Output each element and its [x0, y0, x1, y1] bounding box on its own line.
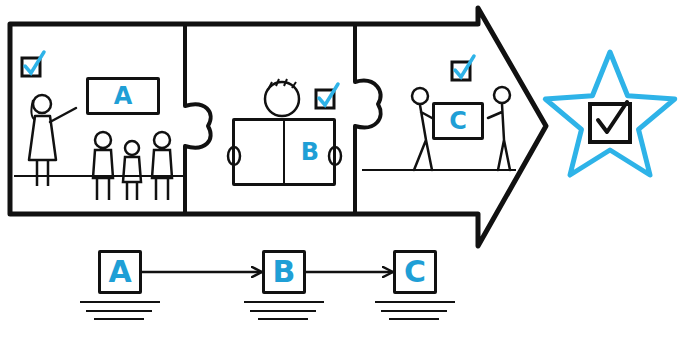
teacher-head — [33, 95, 51, 113]
box-letter: C — [449, 109, 467, 133]
mover-body — [488, 104, 510, 170]
box-letter: B — [273, 257, 296, 287]
mover-head — [494, 87, 510, 103]
box-letter: A — [108, 257, 131, 287]
check-mark — [25, 52, 44, 73]
student-body — [123, 157, 141, 200]
box-letter: B — [301, 140, 319, 164]
reader-hair — [268, 79, 296, 90]
student-body — [152, 150, 172, 200]
flow-arrow — [142, 271, 262, 274]
teacher-legs — [37, 160, 48, 186]
text-lines — [375, 302, 455, 319]
student-head — [95, 132, 111, 148]
step-box: A — [98, 250, 142, 294]
text-lines — [80, 302, 160, 319]
teacher-arm — [50, 108, 76, 122]
book-box: B — [232, 118, 336, 186]
box-letter: A — [114, 84, 133, 108]
puzzle-seam — [355, 24, 381, 214]
step-box: C — [393, 250, 437, 294]
book-spine — [283, 120, 285, 186]
mover-body — [414, 105, 432, 170]
student-head — [154, 132, 170, 148]
arrow-outline — [10, 8, 546, 246]
crate-box: C — [432, 102, 484, 140]
text-lines — [244, 302, 324, 319]
check-mark — [455, 56, 474, 77]
check-mark — [598, 102, 627, 132]
board-box: A — [86, 77, 160, 115]
check-mark — [319, 84, 338, 105]
student-head — [125, 141, 139, 155]
box-letter: C — [404, 257, 426, 287]
goal-star — [545, 52, 674, 175]
step-box: B — [262, 250, 306, 294]
flow-arrow — [306, 271, 393, 274]
student-body — [93, 150, 113, 200]
mover-head — [412, 88, 428, 104]
floor-line — [14, 175, 183, 177]
puzzle-seam — [185, 24, 211, 214]
floor-line — [362, 169, 516, 171]
teacher-body — [29, 116, 56, 160]
